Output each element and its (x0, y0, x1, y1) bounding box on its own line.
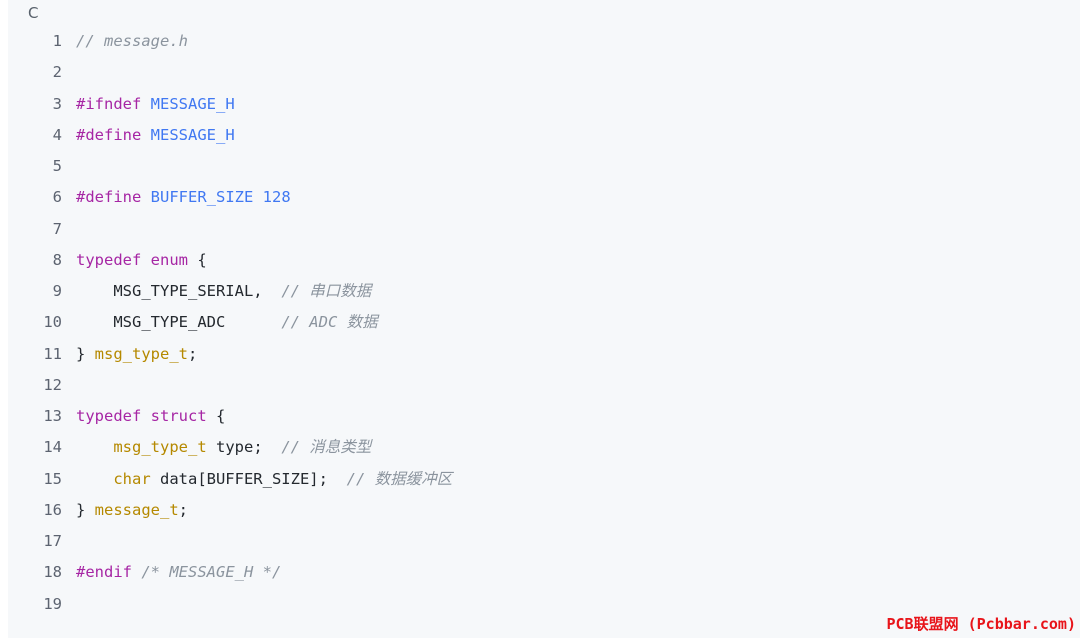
code-token: enum (150, 250, 188, 269)
line-number: 3 (52, 94, 62, 113)
line-text: #define MESSAGE_H (76, 120, 235, 151)
line-number: 16 (43, 500, 62, 519)
code-token: data[BUFFER_SIZE]; (150, 469, 347, 488)
watermark: PCB联盟网 (Pcbbar.com) (886, 615, 1077, 633)
code-token: ; (178, 500, 189, 519)
line-number: 19 (43, 594, 62, 613)
code-token: ; (188, 344, 198, 363)
code-line: 8 typedef enum { (8, 245, 1080, 276)
line-number: 7 (52, 219, 62, 238)
code-token: { (206, 407, 226, 425)
code-line: 18 #endif /* MESSAGE_H */ (8, 557, 1080, 588)
code-line: 9 MSG_TYPE_SERIAL, // 串口数据 (8, 276, 1080, 307)
code-token: message_t (94, 500, 179, 519)
line-number: 4 (52, 125, 62, 144)
line-number: 11 (43, 344, 62, 363)
code-token: typedef (76, 250, 142, 269)
code-line: 17 (8, 526, 1080, 557)
code-block: C 1 // message.h 2 3 #ifndef MESSAGE_H 4 #defi… (8, 0, 1080, 638)
line-text: } message_t; (76, 495, 188, 526)
code-token: } (76, 500, 95, 519)
line-text: #ifndef MESSAGE_H (76, 89, 235, 120)
code-token (141, 95, 150, 113)
code-token (76, 470, 113, 488)
code-token: typedef (76, 407, 142, 425)
code-token (141, 188, 150, 206)
code-token (141, 407, 150, 425)
code-token: char (113, 469, 151, 488)
code-token: msg_type_t (94, 344, 188, 363)
code-token: #ifndef (76, 94, 142, 113)
code-token (141, 126, 150, 144)
code-token (141, 251, 150, 269)
code-token: #endif (76, 563, 132, 582)
code-line: 16} message_t; (8, 495, 1080, 526)
code-token: /* MESSAGE_H */ (141, 563, 282, 582)
line-number: 8 (52, 250, 62, 269)
line-number: 17 (43, 532, 62, 550)
code-line: 14 msg_type_t type; // 消息类型 (8, 432, 1080, 463)
line-text: #endif /* MESSAGE_H */ (76, 557, 281, 588)
code-token: // message.h (76, 32, 188, 50)
code-token: #define (76, 188, 142, 207)
line-number: 13 (43, 407, 62, 425)
code-token: MESSAGE_H (150, 125, 235, 144)
line-number: 2 (52, 63, 62, 82)
line-text: msg_type_t type; // 消息类型 (76, 432, 371, 463)
code-token: #define (76, 125, 142, 144)
code-line: 5 (8, 151, 1080, 182)
code-token: MSG_TYPE_ADC (76, 313, 282, 332)
code-line: 15 char data[BUFFER_SIZE]; // 数据缓冲区 (8, 464, 1080, 495)
code-token: BUFFER_SIZE 128 (150, 188, 291, 207)
code-token (132, 563, 141, 581)
code-line: 19 (8, 589, 1080, 620)
line-text: typedef struct { (76, 401, 225, 432)
line-text: // message.h (76, 26, 188, 57)
line-number: 15 (43, 469, 62, 488)
line-number: 12 (43, 375, 62, 394)
code-token: // 消息类型 (281, 438, 372, 457)
code-token: struct (150, 407, 207, 425)
code-lines[interactable]: 1 // message.h 2 3 #ifndef MESSAGE_H 4 #define… (8, 26, 1080, 620)
code-line: 7 (8, 214, 1080, 245)
code-line: 6 #define BUFFER_SIZE 128 (8, 182, 1080, 213)
code-line: 2 (8, 57, 1080, 88)
line-number: 5 (52, 157, 62, 175)
line-text: #define BUFFER_SIZE 128 (76, 182, 291, 213)
line-number: 14 (43, 438, 62, 457)
code-token (76, 438, 113, 456)
code-line: 10 MSG_TYPE_ADC // ADC 数据 (8, 307, 1080, 338)
line-number: 6 (52, 188, 62, 207)
code-token: { (188, 250, 207, 269)
line-text: typedef enum { (76, 245, 207, 276)
code-token: type; (206, 438, 282, 457)
code-line: 3 #ifndef MESSAGE_H (8, 89, 1080, 120)
code-line: 13 typedef struct { (8, 401, 1080, 432)
code-line: 11} msg_type_t; (8, 339, 1080, 370)
line-number: 1 (52, 32, 62, 50)
line-text: MSG_TYPE_SERIAL, // 串口数据 (76, 276, 371, 307)
code-token: MESSAGE_H (150, 94, 235, 113)
code-token: // ADC 数据 (281, 313, 378, 332)
code-line: 4 #define MESSAGE_H (8, 120, 1080, 151)
language-label: C (28, 4, 39, 22)
code-line: 12 (8, 370, 1080, 401)
code-token: // 数据缓冲区 (346, 469, 453, 488)
code-line: 1 // message.h (8, 26, 1080, 57)
line-text: char data[BUFFER_SIZE]; // 数据缓冲区 (76, 464, 452, 495)
code-token: // 串口数据 (281, 282, 372, 300)
line-number: 9 (52, 282, 62, 300)
line-text: MSG_TYPE_ADC // ADC 数据 (76, 307, 378, 338)
line-number: 10 (43, 313, 62, 332)
line-text: } msg_type_t; (76, 339, 197, 370)
code-token: } (76, 344, 95, 363)
code-token: MSG_TYPE_SERIAL, (76, 282, 282, 300)
code-token: msg_type_t (113, 438, 207, 457)
line-number: 18 (43, 563, 62, 582)
